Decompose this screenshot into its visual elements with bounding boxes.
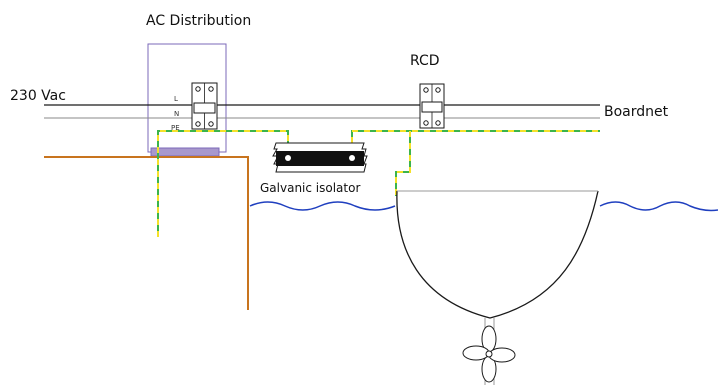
distribution-breaker [191,82,218,130]
galvanic-isolator [272,142,368,173]
ac-distribution-panel-base [150,147,220,157]
shore-earth-conductor [44,156,249,310]
conductor-label-l: L [174,95,178,103]
protective-earth-conductor [157,130,600,237]
boardnet-label: Boardnet [604,104,669,120]
ac-distribution-label: AC Distribution [146,13,251,29]
rcd-device [419,83,445,129]
water-surface [249,201,718,212]
galvanic-isolator-label: Galvanic isolator [260,181,360,195]
conductor-label-pe: PE [171,124,180,132]
rcd-label: RCD [410,53,440,69]
propeller-icon [462,325,516,383]
conductor-label-n: N [174,110,179,118]
supply-voltage-label: 230 Vac [10,88,66,104]
